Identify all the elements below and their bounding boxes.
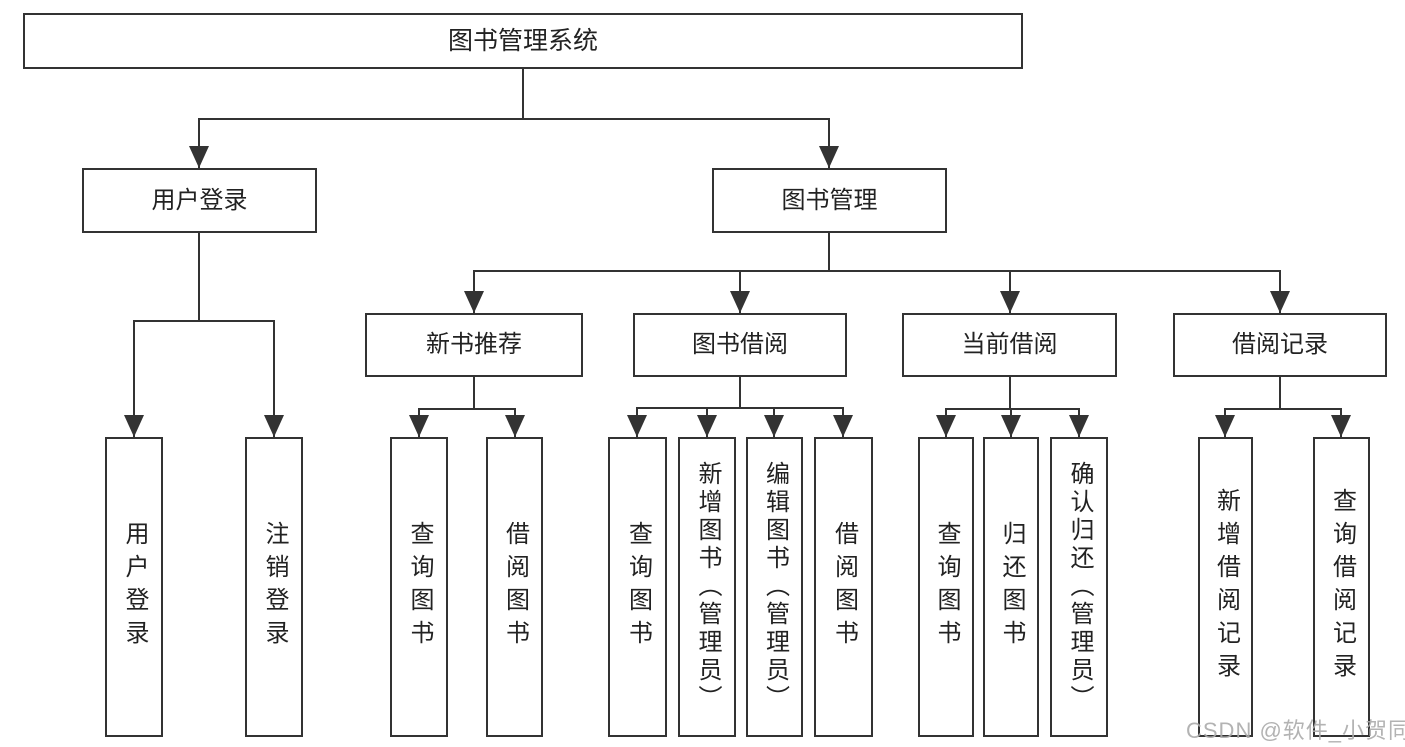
- leaf-add-books-admin: 新增图书（管理员）: [678, 437, 736, 737]
- connector-vertical: [522, 69, 524, 120]
- connector-vertical: [473, 377, 475, 408]
- arrow-down-icon: [189, 146, 209, 168]
- node-new-book-recommend: 新书推荐: [365, 313, 583, 377]
- node-root-system: 图书管理系统: [23, 13, 1023, 69]
- arrow-down-icon: [764, 415, 784, 437]
- leaf-borrow-books-recommend: 借阅图书: [486, 437, 543, 737]
- node-user-login-module: 用户登录: [82, 168, 317, 233]
- node-borrow-records: 借阅记录: [1173, 313, 1387, 377]
- leaf-query-borrow-record: 查询借阅记录: [1313, 437, 1370, 737]
- leaf-add-borrow-record: 新增借阅记录: [1198, 437, 1253, 737]
- leaf-confirm-return-admin: 确认归还（管理员）: [1050, 437, 1108, 737]
- arrow-down-icon: [819, 146, 839, 168]
- arrow-down-icon: [1331, 415, 1351, 437]
- arrow-down-icon: [409, 415, 429, 437]
- leaf-logout: 注销登录: [245, 437, 303, 737]
- connector-horizontal: [418, 408, 516, 410]
- leaf-user-login: 用户登录: [105, 437, 163, 737]
- arrow-down-icon: [505, 415, 525, 437]
- arrow-down-icon: [1001, 415, 1021, 437]
- arrow-down-icon: [627, 415, 647, 437]
- connector-vertical: [1279, 377, 1281, 408]
- node-book-management-module: 图书管理: [712, 168, 947, 233]
- connector-vertical: [198, 233, 200, 322]
- connector-vertical: [198, 118, 200, 168]
- csdn-watermark: CSDN @软件_小贺同学: [1186, 718, 1405, 743]
- arrow-down-icon: [1000, 291, 1020, 313]
- connector-vertical: [1009, 377, 1011, 408]
- leaf-return-books: 归还图书: [983, 437, 1039, 737]
- node-book-borrow: 图书借阅: [633, 313, 847, 377]
- arrow-down-icon: [1270, 291, 1290, 313]
- connector-vertical: [739, 377, 741, 407]
- leaf-edit-books-admin: 编辑图书（管理员）: [746, 437, 803, 737]
- arrow-down-icon: [833, 415, 853, 437]
- leaf-query-books-recommend: 查询图书: [390, 437, 448, 737]
- arrow-down-icon: [124, 415, 144, 437]
- arrow-down-icon: [1069, 415, 1089, 437]
- connector-vertical: [133, 320, 135, 437]
- connector-vertical: [273, 320, 275, 437]
- connector-vertical: [828, 233, 830, 272]
- connector-horizontal: [636, 407, 844, 409]
- arrow-down-icon: [264, 415, 284, 437]
- arrow-down-icon: [1215, 415, 1235, 437]
- connector-horizontal: [133, 320, 275, 322]
- connector-horizontal: [198, 118, 830, 120]
- leaf-query-books-current: 查询图书: [918, 437, 974, 737]
- connector-horizontal: [1224, 408, 1342, 410]
- connector-vertical: [828, 118, 830, 168]
- arrow-down-icon: [936, 415, 956, 437]
- leaf-query-books-borrow: 查询图书: [608, 437, 667, 737]
- leaf-borrow-books: 借阅图书: [814, 437, 873, 737]
- arrow-down-icon: [697, 415, 717, 437]
- connector-horizontal: [945, 408, 1080, 410]
- connector-horizontal: [473, 270, 1281, 272]
- arrow-down-icon: [730, 291, 750, 313]
- node-current-borrow: 当前借阅: [902, 313, 1117, 377]
- arrow-down-icon: [464, 291, 484, 313]
